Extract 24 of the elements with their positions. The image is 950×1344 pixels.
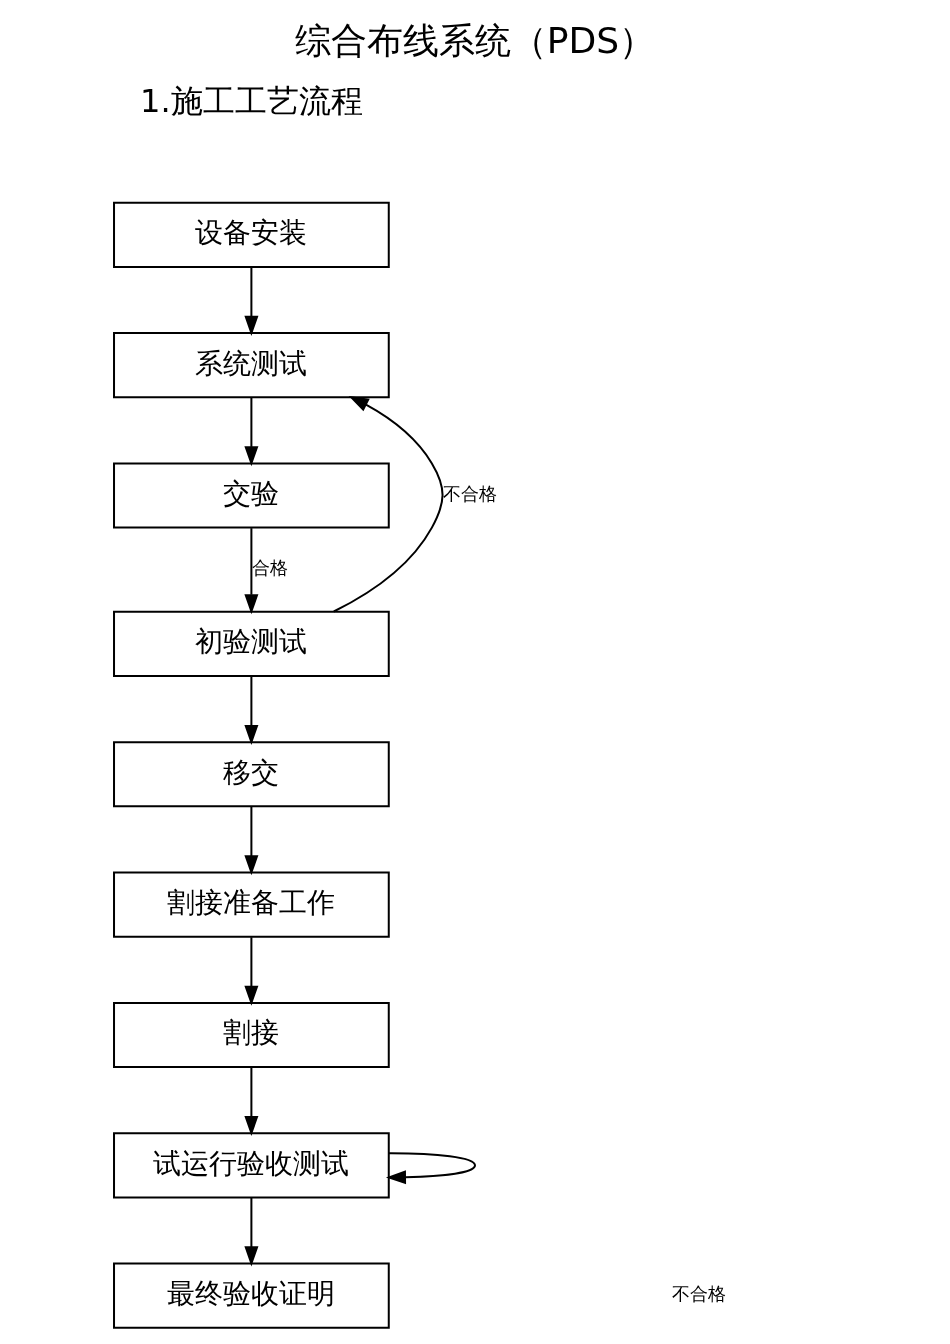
node-box: 设备安装 bbox=[113, 201, 390, 268]
arrow bbox=[333, 396, 444, 613]
edge-label: 不合格 bbox=[442, 482, 497, 504]
arrow bbox=[244, 1067, 259, 1137]
node-box: 最终验收证明 bbox=[113, 1262, 390, 1329]
label: 1.施工工艺流程 bbox=[140, 82, 363, 121]
arrow bbox=[244, 937, 259, 1006]
arrow bbox=[244, 267, 259, 336]
node-box: 割接准备工作 bbox=[113, 871, 390, 938]
arrow bbox=[244, 397, 259, 467]
node-box: 初验测试 bbox=[113, 610, 390, 677]
label: 不合格 bbox=[671, 1283, 726, 1305]
arrow bbox=[244, 1197, 259, 1267]
arrow bbox=[385, 1152, 476, 1185]
edge-label: 合格 bbox=[252, 557, 289, 579]
node-box: 交验 bbox=[113, 462, 390, 529]
node-box: 割接 bbox=[113, 1001, 390, 1069]
node-box: 试运行验收测试 bbox=[113, 1132, 390, 1199]
node-box: 系统测试 bbox=[113, 332, 390, 399]
arrow bbox=[244, 676, 259, 745]
diagram-title: 综合布线系统（PDS） bbox=[294, 20, 656, 63]
arrow bbox=[244, 806, 259, 876]
node-box: 移交 bbox=[113, 741, 390, 808]
arrow bbox=[244, 528, 259, 615]
